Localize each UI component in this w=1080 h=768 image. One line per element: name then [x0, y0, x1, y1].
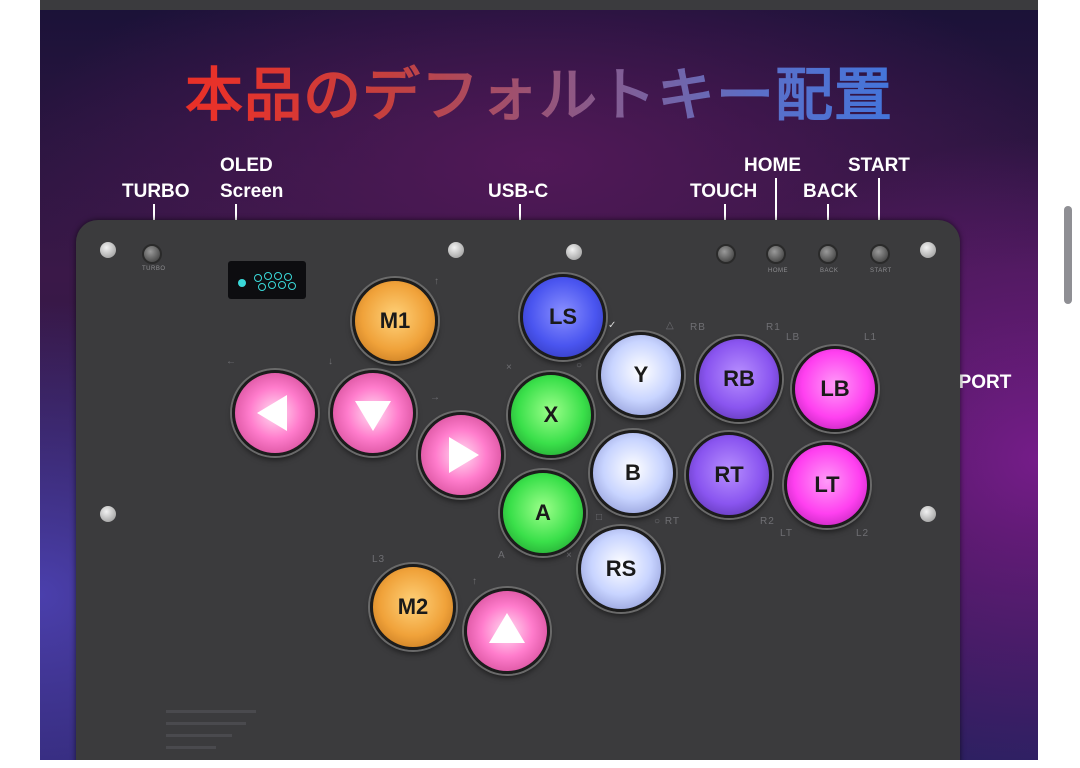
- screw-top-right: [920, 242, 936, 258]
- vertical-scrollbar[interactable]: [1064, 206, 1072, 304]
- oled-ring: [274, 272, 282, 280]
- hint-down-arrow: ↓: [328, 356, 334, 367]
- x-label: X: [543, 402, 559, 427]
- hint-o-rt: ○ RT: [654, 516, 680, 527]
- y-button[interactable]: Y: [598, 332, 684, 418]
- turbo-board-label: TURBO: [142, 266, 166, 272]
- hint-r2: R2: [760, 516, 775, 527]
- oled-ring: [268, 281, 276, 289]
- screw-top-mid-left: [448, 242, 464, 258]
- oled-callout-line1: OLED: [220, 155, 273, 176]
- lb-button[interactable]: LB: [792, 346, 878, 432]
- home-leader: [773, 178, 779, 230]
- home-callout: HOME: [744, 155, 801, 176]
- ls-button[interactable]: LS: [520, 274, 606, 360]
- controller-board: TURBO HOME BACK START ↑ ← ↓ → ✓ × ○ △ RB: [76, 220, 960, 760]
- rb-label: RB: [723, 366, 755, 391]
- touch-button[interactable]: [716, 244, 736, 264]
- oled-ring: [254, 274, 262, 282]
- screw-top-left: [100, 242, 116, 258]
- home-button[interactable]: [766, 244, 786, 264]
- oled-ring: [278, 281, 286, 289]
- hint-triangle: △: [666, 320, 675, 331]
- dpad-left-button[interactable]: [232, 370, 318, 456]
- hint-lt: LT: [780, 528, 793, 539]
- a-button[interactable]: A: [500, 470, 586, 556]
- rb-button[interactable]: RB: [696, 336, 782, 422]
- touch-callout: TOUCH: [690, 181, 758, 202]
- lb-label: LB: [820, 376, 850, 401]
- hint-l1: L1: [864, 332, 878, 343]
- back-button[interactable]: [818, 244, 838, 264]
- lt-label: LT: [814, 472, 840, 497]
- oled-ring: [284, 273, 292, 281]
- left-arrow-icon: [257, 395, 287, 431]
- hint-square: □: [596, 512, 604, 523]
- dpad-right-button[interactable]: [418, 412, 504, 498]
- product-banner: 本品のデフォルトキー配置 TURBO OLED Screen USB-C TOU…: [40, 10, 1038, 760]
- oled-indicator-dot: [238, 279, 246, 287]
- dpad-down-button[interactable]: [330, 370, 416, 456]
- hint-a: A: [498, 550, 506, 561]
- screw-mid-left: [100, 506, 116, 522]
- start-callout: START: [848, 155, 910, 176]
- screw-top-mid-right: [566, 244, 582, 260]
- a-label: A: [535, 500, 551, 525]
- turbo-callout: TURBO: [122, 181, 190, 202]
- ls-label: LS: [548, 304, 578, 329]
- hint-left-arrow: ←: [226, 356, 237, 367]
- m1-label: M1: [379, 308, 411, 333]
- hint-l3: L3: [372, 554, 386, 565]
- hint-up-arrow-2: ↑: [472, 576, 478, 587]
- start-board-label: START: [870, 268, 892, 274]
- b-button[interactable]: B: [590, 430, 676, 516]
- oled-ring: [258, 283, 266, 291]
- hint-circle: ○: [576, 360, 584, 371]
- b-label: B: [625, 460, 641, 485]
- hint-up-arrow: ↑: [434, 276, 440, 287]
- m2-button[interactable]: M2: [370, 564, 456, 650]
- hint-lb: LB: [786, 332, 801, 343]
- hint-l2: L2: [856, 528, 870, 539]
- x-button[interactable]: X: [508, 372, 594, 458]
- dpad-up-button[interactable]: [464, 588, 550, 674]
- hint-ls-sub: ✓: [608, 320, 618, 331]
- oled-screen: [228, 261, 306, 299]
- rs-button[interactable]: RS: [578, 526, 664, 612]
- screw-mid-right: [920, 506, 936, 522]
- start-leader: [876, 178, 882, 230]
- start-button[interactable]: [870, 244, 890, 264]
- back-board-label: BACK: [820, 268, 839, 274]
- back-callout: BACK: [803, 181, 858, 202]
- rt-label: RT: [714, 462, 744, 487]
- lt-button[interactable]: LT: [784, 442, 870, 528]
- rs-label: RS: [605, 556, 637, 581]
- right-arrow-icon: [449, 437, 479, 473]
- hint-right-arrow: →: [430, 392, 441, 403]
- hint-cross-2: ×: [566, 550, 573, 561]
- down-arrow-icon: [355, 401, 391, 431]
- hint-rb: RB: [690, 322, 706, 333]
- home-board-label: HOME: [768, 268, 788, 274]
- oled-callout-line2: Screen: [220, 181, 284, 202]
- rt-button[interactable]: RT: [686, 432, 772, 518]
- usbc-callout: USB-C: [488, 181, 549, 202]
- m2-label: M2: [397, 594, 429, 619]
- hint-r1: R1: [766, 322, 781, 333]
- y-label: Y: [633, 362, 649, 387]
- up-arrow-icon: [489, 613, 525, 643]
- m1-button[interactable]: M1: [352, 278, 438, 364]
- hint-cross: ×: [506, 362, 513, 373]
- turbo-button[interactable]: [142, 244, 162, 264]
- oled-ring: [264, 272, 272, 280]
- top-bar: [40, 0, 1038, 10]
- faint-legend-block: [166, 710, 256, 749]
- headline: 本品のデフォルトキー配置: [40, 48, 1038, 132]
- oled-ring: [288, 282, 296, 290]
